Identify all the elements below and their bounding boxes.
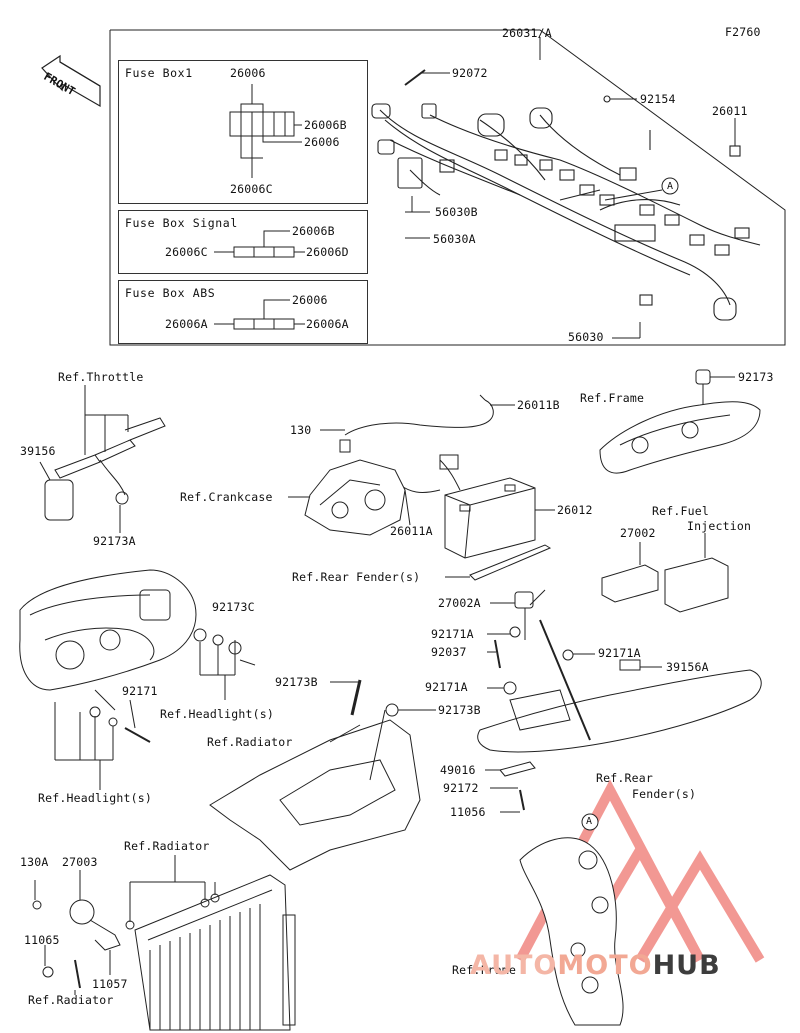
- label-ref-rear-fender-b: Fender(s): [632, 787, 697, 801]
- radiator-shroud: [209, 679, 436, 871]
- label-11057: 11057: [92, 977, 128, 991]
- rear-fender-assembly: [477, 589, 762, 813]
- label-11056: 11056: [450, 805, 486, 819]
- watermark-text: AUTOMOTOHUB: [470, 950, 721, 981]
- label-ref-crankcase: Ref.Crankcase: [180, 490, 273, 504]
- label-ref-throttle: Ref.Throttle: [58, 370, 144, 384]
- label-92171a-left2: 92171A: [425, 680, 468, 694]
- fuse-box-abs-panel: [118, 280, 368, 344]
- fuse-box-abs-label-left: 26006A: [165, 317, 208, 331]
- label-ref-headlight-right: Ref.Headlight(s): [160, 707, 274, 721]
- label-ref-injection: Injection: [687, 519, 752, 533]
- fuse-box-abs-schematic: [214, 299, 305, 330]
- label-26012: 26012: [557, 503, 593, 517]
- fuse-box-signal-schematic: [214, 230, 305, 258]
- label-92171a-right: 92171A: [598, 646, 641, 660]
- throttle-connector: [39, 385, 166, 533]
- label-ref-fuel: Ref.Fuel: [652, 504, 709, 518]
- label-56030: 56030: [568, 330, 604, 344]
- crankcase-sketch: [288, 459, 406, 536]
- label-39156a: 39156A: [666, 660, 709, 674]
- label-130: 130: [290, 423, 312, 437]
- label-circle-a-top: A: [667, 181, 674, 192]
- radiator-core: [125, 855, 296, 1031]
- label-ref-radiator-bottom: Ref.Radiator: [28, 993, 114, 1007]
- watermark-part2: MOTO: [557, 950, 653, 981]
- label-49016: 49016: [440, 763, 476, 777]
- label-26011: 26011: [712, 104, 748, 118]
- label-92072: 92072: [452, 66, 488, 80]
- label-27003: 27003: [62, 855, 98, 869]
- fuse-box-abs-label-top: 26006: [292, 293, 328, 307]
- fuse-box-abs-title: Fuse Box ABS: [125, 286, 216, 300]
- label-39156: 39156: [20, 444, 56, 458]
- bracket-27003: [32, 870, 121, 995]
- front-arrow-icon: [41, 54, 101, 108]
- label-ref-frame-top: Ref.Frame: [580, 391, 645, 405]
- top-panel-outline: [109, 29, 786, 346]
- label-56030b: 56030B: [435, 205, 478, 219]
- label-92173c: 92173C: [212, 600, 255, 614]
- label-92171: 92171: [122, 684, 158, 698]
- watermark-part1: AUTO: [470, 950, 558, 981]
- label-92173: 92173: [738, 370, 774, 384]
- label-92037: 92037: [431, 645, 467, 659]
- label-ref-rear-fender-top: Ref.Rear Fender(s): [292, 570, 421, 584]
- fuse-box-abs-label-right: 26006A: [306, 317, 349, 331]
- label-ref-radiator-shroud: Ref.Radiator: [207, 735, 293, 749]
- label-92173b-left: 92173B: [275, 675, 318, 689]
- fuse-box-signal-title: Fuse Box Signal: [125, 216, 238, 230]
- fuse-box1-label-mid: 26006: [304, 135, 340, 149]
- label-11065: 11065: [24, 933, 60, 947]
- fuse-box-signal-label-b: 26006B: [292, 224, 335, 238]
- label-27002a: 27002A: [438, 596, 481, 610]
- fuse-box1-schematic: [229, 84, 302, 178]
- frame-sketch-bottom: [519, 813, 624, 1026]
- headlight-assembly: [19, 569, 256, 790]
- label-circle-a-bottom: A: [586, 816, 593, 827]
- label-92173b-right: 92173B: [438, 703, 481, 717]
- label-130a: 130A: [20, 855, 49, 869]
- figure-code: F2760: [725, 25, 761, 39]
- callout-lines-top: [405, 37, 736, 339]
- battery-area: [320, 394, 555, 581]
- fuse-box1-label-top: 26006: [230, 66, 266, 80]
- fuse-box-signal-label-c: 26006C: [165, 245, 208, 259]
- fuse-box1-label-c: 26006C: [230, 182, 273, 196]
- fuse-box1-panel: [118, 60, 368, 204]
- main-wiring-harness: [371, 69, 761, 321]
- fuse-box1-label-b: 26006B: [304, 118, 347, 132]
- label-26011a: 26011A: [390, 524, 433, 538]
- label-ref-rear-fender-a: Ref.Rear: [596, 771, 653, 785]
- frame-sketch-top: [599, 369, 761, 474]
- label-92154: 92154: [640, 92, 676, 106]
- label-92171a-left1: 92171A: [431, 627, 474, 641]
- watermark-part3: HUB: [652, 950, 721, 981]
- label-ref-headlight-left: Ref.Headlight(s): [38, 791, 152, 805]
- label-ref-frame-bottom: Ref.Frame: [452, 963, 517, 977]
- label-ref-radiator-core: Ref.Radiator: [124, 839, 210, 853]
- label-92172: 92172: [443, 781, 479, 795]
- label-26011b: 26011B: [517, 398, 560, 412]
- fuse-box1-title: Fuse Box1: [125, 66, 193, 80]
- label-92173a: 92173A: [93, 534, 136, 548]
- fuel-injection-parts: [601, 533, 729, 613]
- label-27002: 27002: [620, 526, 656, 540]
- label-26031a: 26031/A: [502, 26, 552, 40]
- fuse-box-signal-label-d: 26006D: [306, 245, 349, 259]
- fuse-box-signal-panel: [118, 210, 368, 274]
- label-56030a: 56030A: [433, 232, 476, 246]
